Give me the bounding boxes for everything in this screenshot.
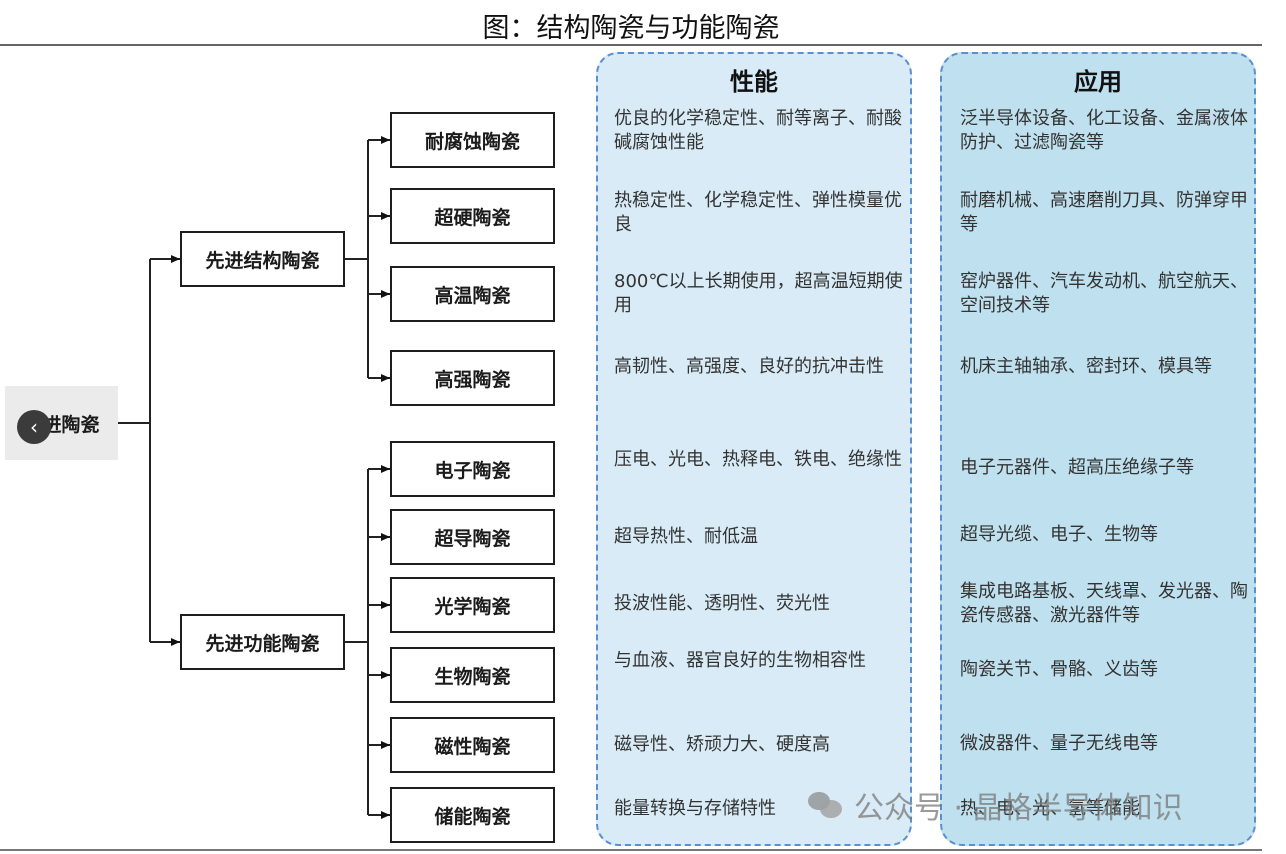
application-text: 热、电、光、氢等储能 <box>960 798 1140 819</box>
application-text: 超导光缆、电子、生物等 <box>960 524 1158 545</box>
leaf-label: 储能陶瓷 <box>434 805 511 828</box>
leaf-node: 电子陶瓷 <box>390 441 555 497</box>
top-rule <box>0 44 1262 46</box>
application-text: 窑炉器件、汽车发动机、航空航天、空间技术等 <box>960 271 1248 316</box>
figure-title: 图：结构陶瓷与功能陶瓷 <box>482 13 780 44</box>
leaf-label: 光学陶瓷 <box>434 595 511 618</box>
property-text: 优良的化学稳定性、耐等离子、耐酸碱腐蚀性能 <box>614 108 902 153</box>
properties-header: 性能 <box>730 68 778 96</box>
watermark: 公众号 · 晶格半导体知识 <box>808 783 1183 827</box>
property-text: 800℃以上长期使用，超高温短期使用 <box>614 271 903 316</box>
prev-arrow-button[interactable]: ‹ <box>17 410 51 444</box>
leaf-node: 高温陶瓷 <box>390 266 555 322</box>
application-text: 微波器件、量子无线电等 <box>960 733 1158 754</box>
leaf-node: 光学陶瓷 <box>390 577 555 633</box>
application-text: 耐磨机械、高速磨削刀具、防弹穿甲等 <box>960 190 1248 235</box>
application-text: 陶瓷关节、骨骼、义齿等 <box>960 659 1158 680</box>
property-text: 超导热性、耐低温 <box>614 526 758 547</box>
applications-header: 应用 <box>1074 68 1122 96</box>
structural-ceramics-label: 先进结构陶瓷 <box>205 249 320 272</box>
leaf-node: 高强陶瓷 <box>390 350 555 406</box>
leaf-node: 生物陶瓷 <box>390 647 555 703</box>
leaf-node: 超导陶瓷 <box>390 509 555 565</box>
application-text: 电子元器件、超高压绝缘子等 <box>960 457 1194 478</box>
applications-panel <box>940 52 1256 846</box>
leaf-label: 磁性陶瓷 <box>434 735 511 758</box>
property-text: 能量转换与存储特性 <box>614 798 776 819</box>
application-text: 机床主轴轴承、密封环、模具等 <box>960 356 1212 377</box>
leaf-label: 耐腐蚀陶瓷 <box>424 130 520 153</box>
bottom-rule <box>0 849 1262 851</box>
leaf-label: 电子陶瓷 <box>434 459 511 482</box>
leaf-label: 超硬陶瓷 <box>434 206 511 229</box>
leaf-node: 超硬陶瓷 <box>390 188 555 244</box>
leaf-label: 生物陶瓷 <box>434 665 511 688</box>
leaf-node: 磁性陶瓷 <box>390 717 555 773</box>
leaf-label: 超导陶瓷 <box>434 527 511 550</box>
application-text: 集成电路基板、天线罩、发光器、陶瓷传感器、激光器件等 <box>960 581 1248 626</box>
application-text: 泛半导体设备、化工设备、金属液体防护、过滤陶瓷等 <box>960 108 1248 153</box>
functional-ceramics-node: 先进功能陶瓷 <box>180 614 345 670</box>
structural-ceramics-node: 先进结构陶瓷 <box>180 231 345 287</box>
property-text: 热稳定性、化学稳定性、弹性模量优良 <box>614 190 902 235</box>
wechat-icon <box>808 790 844 820</box>
leaf-label: 高强陶瓷 <box>434 368 511 391</box>
property-text: 高韧性、高强度、良好的抗冲击性 <box>614 356 884 377</box>
chevron-left-icon: ‹ <box>30 415 38 439</box>
leaf-label: 高温陶瓷 <box>434 284 511 307</box>
watermark-text: 公众号 · 晶格半导体知识 <box>854 791 1183 826</box>
property-text: 与血液、器官良好的生物相容性 <box>614 650 866 671</box>
functional-ceramics-label: 先进功能陶瓷 <box>205 632 320 655</box>
leaf-node: 耐腐蚀陶瓷 <box>390 112 555 168</box>
property-text: 投波性能、透明性、荧光性 <box>614 593 830 614</box>
leaf-node: 储能陶瓷 <box>390 787 555 843</box>
properties-panel <box>596 52 912 846</box>
property-text: 压电、光电、热释电、铁电、绝缘性 <box>614 449 902 470</box>
property-text: 磁导性、矫顽力大、硬度高 <box>614 734 830 755</box>
